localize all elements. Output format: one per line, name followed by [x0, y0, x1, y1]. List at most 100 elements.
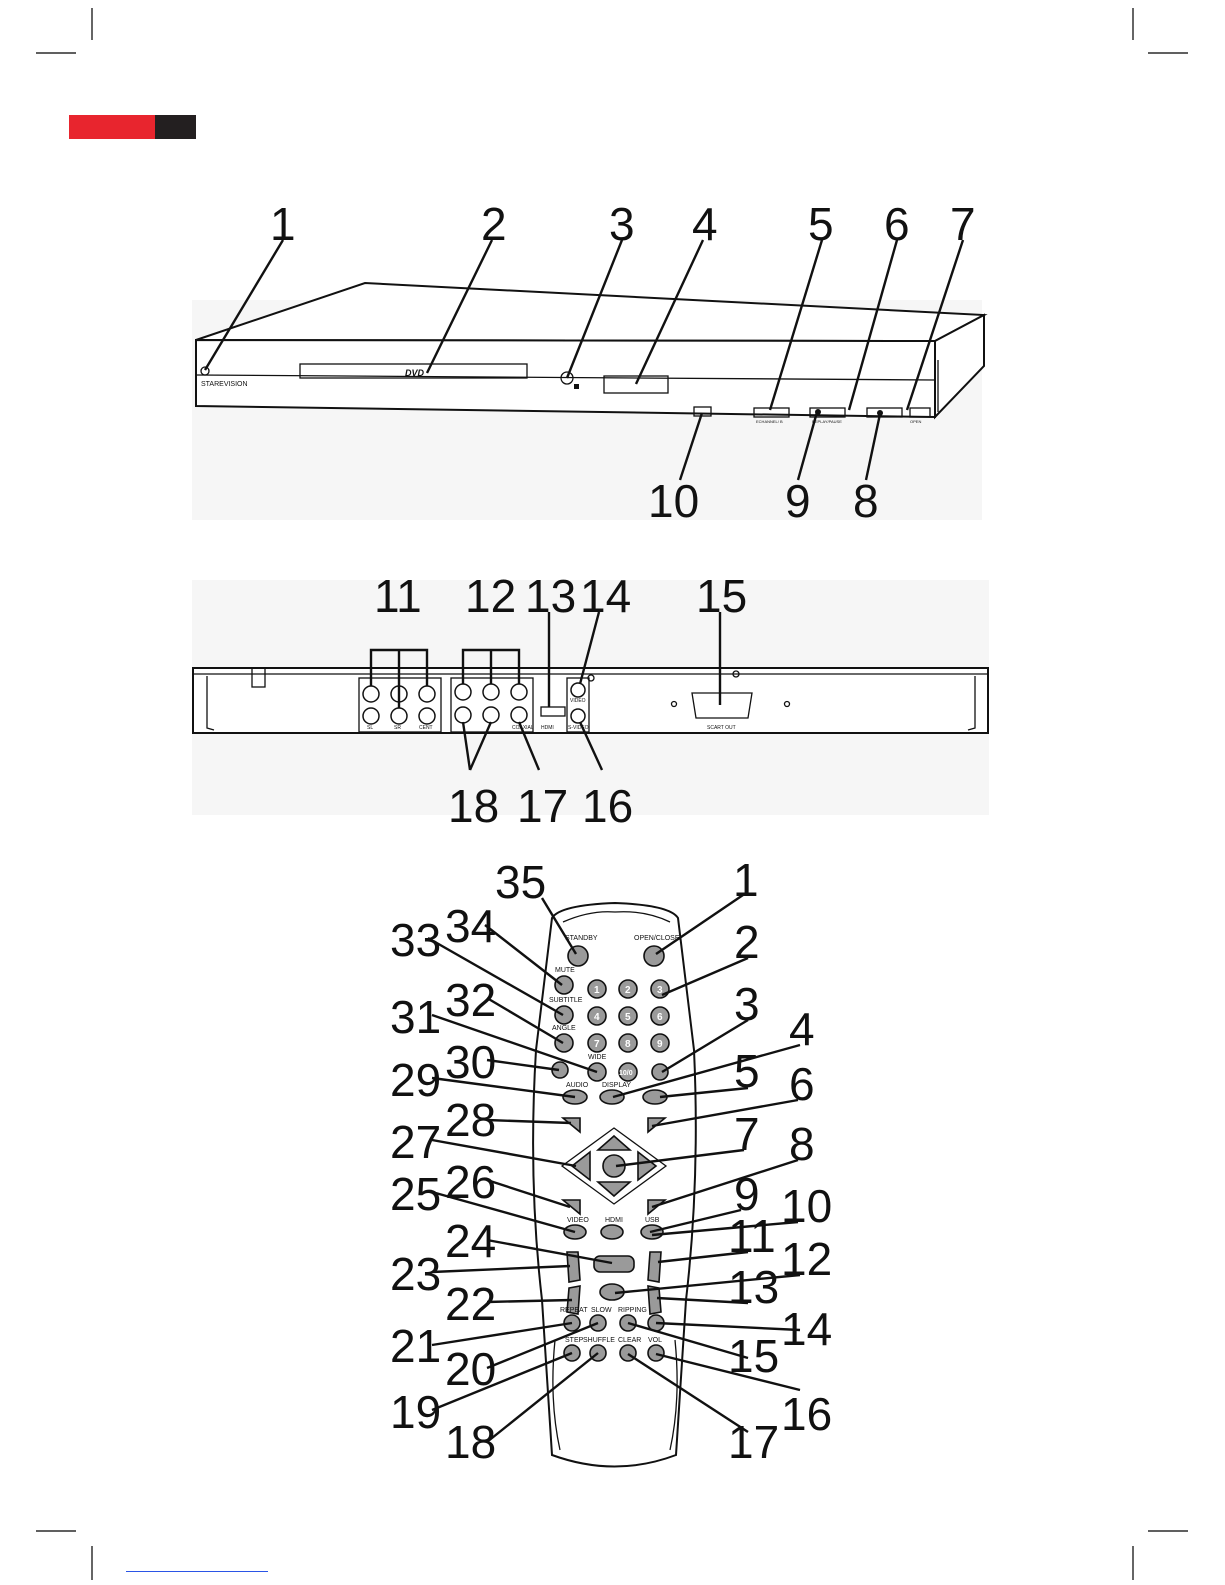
jack-label-video: VIDEO	[570, 698, 586, 704]
remote-callout-30: 30	[445, 1036, 496, 1088]
remote-callout-15: 15	[728, 1330, 779, 1382]
remote-callout-7: 7	[734, 1108, 760, 1160]
numkey-6: 6	[657, 1012, 663, 1023]
jack-label-svideo: S-VIDEO	[568, 725, 589, 731]
remote-callout-19: 19	[390, 1386, 441, 1438]
front-callout-3: 3	[609, 198, 635, 250]
numkey-7: 7	[594, 1039, 600, 1050]
jack-label-cent: CENT	[419, 725, 433, 731]
rlabel-display: DISPLAY	[602, 1082, 631, 1089]
remote-callout-3: 3	[734, 978, 760, 1030]
rear-callout-14: 14	[580, 570, 631, 622]
rlabel-usb: USB	[645, 1217, 660, 1224]
remote-callout-18: 18	[445, 1416, 496, 1468]
rlabel-clear: CLEAR	[618, 1337, 641, 1344]
rear-callout-13: 13	[525, 570, 576, 622]
rear-callout-12: 12	[465, 570, 516, 622]
rlabel-shuffle: SHUFFLE	[583, 1337, 615, 1344]
rear-callout-17: 17	[517, 780, 568, 832]
header-bar-red	[69, 115, 155, 139]
disc-logo: DVD	[405, 368, 425, 378]
front-callout-1: 1	[270, 198, 296, 250]
rear-view-diagram: SL SR CENT COAXIAL HDMI VIDEO S-VIDEO SC…	[192, 570, 989, 832]
front-btn-label-3: OPEN	[910, 419, 921, 424]
remote-callout-14: 14	[781, 1303, 832, 1355]
rlabel-repeat: REPEAT	[560, 1307, 588, 1314]
numkey-9: 9	[657, 1039, 663, 1050]
remote-control-diagram: STANDBY OPEN/CLOSE 1 2 3 4 5 6 7 8 9 10/…	[390, 854, 832, 1468]
numkey-1: 1	[594, 985, 600, 996]
remote-callout-26: 26	[445, 1156, 496, 1208]
rear-callout-18: 18	[448, 780, 499, 832]
brand-text: STAREVISION	[201, 381, 248, 388]
rlabel-wide: WIDE	[588, 1054, 607, 1061]
rlabel-ripping: RIPPING	[618, 1307, 647, 1314]
rlabel-step: STEP	[565, 1337, 584, 1344]
navigation-pad	[560, 1127, 668, 1205]
remote-callout-4: 4	[789, 1003, 815, 1055]
numkey-5: 5	[625, 1012, 631, 1023]
front-callout-6: 6	[884, 198, 910, 250]
remote-callout-23: 23	[390, 1248, 441, 1300]
remote-callout-35: 35	[495, 856, 546, 908]
remote-callout-10: 10	[781, 1180, 832, 1232]
remote-callout-5: 5	[734, 1045, 760, 1097]
remote-callout-6: 6	[789, 1058, 815, 1110]
front-callout-9: 9	[785, 475, 811, 527]
rlabel-mute: MUTE	[555, 967, 575, 974]
jack-label-coaxial: COAXIAL	[512, 725, 534, 731]
front-callout-7: 7	[950, 198, 976, 250]
rlabel-subtitle: SUBTITLE	[549, 997, 583, 1004]
remote-callout-8: 8	[789, 1118, 815, 1170]
jack-label-sr: SR	[394, 725, 401, 731]
crop-marks	[36, 8, 1188, 1580]
rlabel-audio: AUDIO	[566, 1082, 589, 1089]
remote-callout-21: 21	[390, 1320, 441, 1372]
front-callout-5: 5	[808, 198, 834, 250]
rlabel-slow: SLOW	[591, 1307, 612, 1314]
remote-callout-11: 11	[728, 1210, 776, 1262]
rlabel-hdmi: HDMI	[605, 1217, 623, 1224]
jack-label-scart: SCART OUT	[707, 725, 736, 731]
remote-callout-9: 9	[734, 1168, 760, 1220]
remote-callout-13: 13	[728, 1261, 779, 1313]
remote-callout-28: 28	[445, 1094, 496, 1146]
remote-callout-29: 29	[390, 1054, 441, 1106]
remote-callout-25: 25	[390, 1168, 441, 1220]
rlabel-openclose: OPEN/CLOSE	[634, 935, 680, 942]
rlabel-video: VIDEO	[567, 1217, 589, 1224]
remote-callout-1: 1	[733, 854, 759, 906]
rlabel-standby: STANDBY	[565, 935, 598, 942]
remote-callout-24: 24	[445, 1215, 496, 1267]
remote-callout-34: 34	[445, 900, 496, 952]
remote-callout-2: 2	[734, 916, 760, 968]
numkey-10: 10/0	[619, 1070, 633, 1077]
jack-label-sl: SL	[367, 725, 373, 731]
remote-callout-12: 12	[781, 1233, 832, 1285]
numkey-4: 4	[594, 1012, 600, 1023]
rear-callout-11: 11	[374, 570, 422, 622]
rlabel-angle: ANGLE	[552, 1025, 576, 1032]
jack-label-hdmi: HDMI	[541, 725, 554, 731]
jacks-front	[454, 683, 528, 724]
number-keypad: 1 2 3 4 5 6 7 8 9 10/0	[587, 979, 670, 1082]
numkey-8: 8	[625, 1039, 631, 1050]
numkey-3: 3	[657, 985, 663, 996]
front-callout-10: 10	[648, 475, 699, 527]
numkey-2: 2	[625, 985, 631, 996]
front-callout-2: 2	[481, 198, 507, 250]
remote-callout-17: 17	[728, 1416, 779, 1468]
remote-callout-20: 20	[445, 1343, 496, 1395]
rlabel-vol: VOL	[648, 1337, 662, 1344]
remote-callout-31: 31	[390, 991, 441, 1043]
header-bar-black	[155, 115, 196, 139]
remote-callout-27: 27	[390, 1116, 441, 1168]
rear-callout-16: 16	[582, 780, 633, 832]
front-btn-label-1: ECHANNEL/ B	[756, 419, 783, 424]
remote-callout-16: 16	[781, 1388, 832, 1440]
remote-callout-33: 33	[390, 914, 441, 966]
front-btn-label-2: REPLAY/PAUSE	[812, 419, 842, 424]
footer-link-underline	[126, 1571, 268, 1572]
remote-callout-32: 32	[445, 974, 496, 1026]
